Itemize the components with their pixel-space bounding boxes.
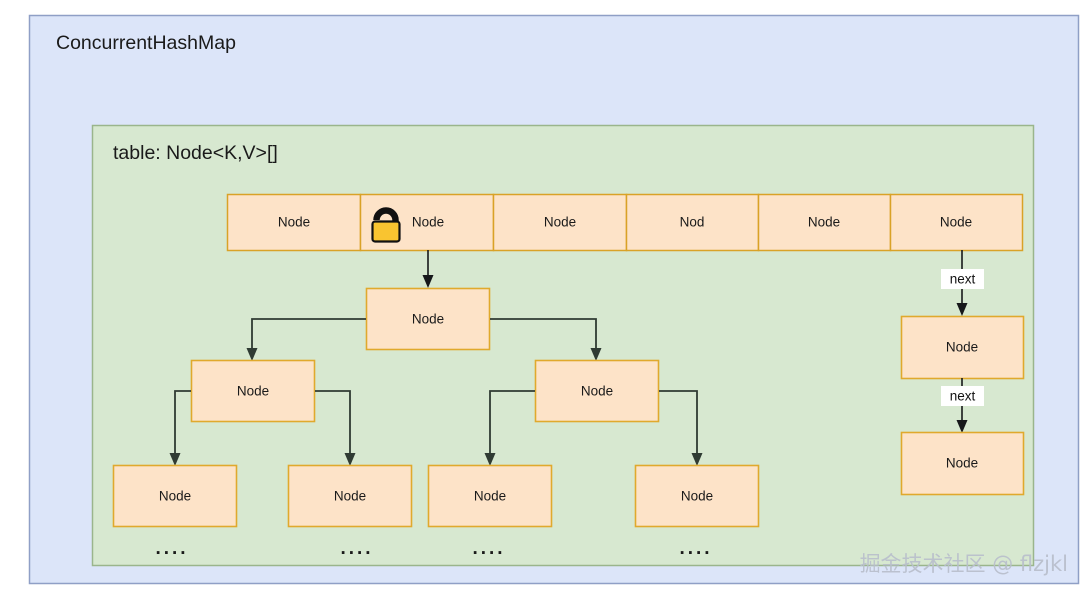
bucket-cell-1[interactable]: Node <box>359 193 495 252</box>
tree-root-label: Node <box>412 312 444 327</box>
tree-leaf-3-label: Node <box>681 489 713 504</box>
bucket-cell-2[interactable]: Node <box>492 193 628 252</box>
next-label-1: next <box>950 389 976 404</box>
linked-list-node-0-label: Node <box>946 340 978 355</box>
linked-list-node-1-label: Node <box>946 456 978 471</box>
bucket-cell-2-label: Node <box>544 215 576 230</box>
tree-leaf-node-2[interactable]: Node <box>427 464 553 528</box>
bucket-cell-4[interactable]: Node <box>757 193 892 252</box>
tree-leaf-node-1[interactable]: Node <box>287 464 413 528</box>
bucket-cell-0-label: Node <box>278 215 310 230</box>
edge-bucket5-to-listnode0: next <box>941 250 984 316</box>
tree-leaf-3-ellipsis: .... <box>679 538 712 559</box>
table-label: table: Node<K,V>[] <box>113 142 278 164</box>
bucket-cell-5-label: Node <box>940 215 972 230</box>
bucket-cell-5[interactable]: Node <box>889 193 1024 252</box>
edge-level2right-to-leaf3 <box>659 390 703 466</box>
watermark: 掘金技术社区 @ flzjkl <box>860 552 1068 576</box>
bucket-cell-1-label: Node <box>412 215 444 230</box>
next-label-0: next <box>950 272 976 287</box>
linked-list-node-1[interactable]: Node <box>900 431 1025 496</box>
tree-root-node[interactable]: Node <box>365 287 491 351</box>
edge-root-to-level2-right <box>490 318 602 361</box>
bucket-cell-0[interactable]: Node <box>226 193 362 252</box>
tree-level2-right-label: Node <box>581 384 613 399</box>
tree-level2-left-label: Node <box>237 384 269 399</box>
edge-level2right-to-leaf2 <box>484 390 535 466</box>
bucket-cell-4-label: Node <box>808 215 840 230</box>
bucket-array-row: Node Node Node Nod Node Node <box>226 193 1024 252</box>
edge-listnode0-to-listnode1: next <box>941 378 984 433</box>
tree-leaf-2-ellipsis: .... <box>472 538 505 559</box>
tree-leaf-0-ellipsis: .... <box>155 538 188 559</box>
concurrenthashmap-title: ConcurrentHashMap <box>56 32 236 54</box>
tree-leaf-0-label: Node <box>159 489 191 504</box>
tree-leaf-1-label: Node <box>334 489 366 504</box>
tree-leaf-node-3[interactable]: Node <box>634 464 760 528</box>
tree-leaf-node-0[interactable]: Node <box>112 464 238 528</box>
bucket-cell-3-label: Nod <box>680 215 705 230</box>
tree-leaf-1-ellipsis: .... <box>340 538 373 559</box>
edge-bucket1-to-root <box>422 250 434 288</box>
edge-level2left-to-leaf0 <box>169 390 191 466</box>
linked-list-node-0[interactable]: Node <box>900 315 1025 380</box>
edge-root-to-level2-left <box>246 318 366 361</box>
tree-level2-node-right[interactable]: Node <box>534 359 660 423</box>
tree-leaf-2-label: Node <box>474 489 506 504</box>
padlock-icon <box>371 207 401 243</box>
next-label-0-bg <box>941 269 984 289</box>
tree-level2-node-left[interactable]: Node <box>190 359 316 423</box>
edge-level2left-to-leaf1 <box>315 390 356 466</box>
bucket-cell-3[interactable]: Nod <box>625 193 760 252</box>
next-label-1-bg <box>941 386 984 406</box>
